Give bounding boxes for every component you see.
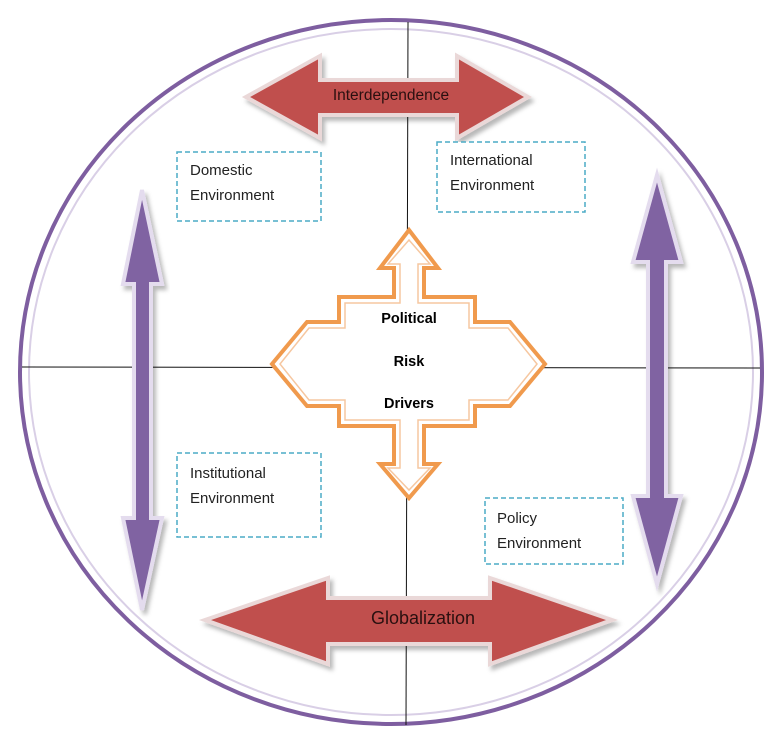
institutional-environment-box (176, 452, 322, 538)
international-environment-text: International Environment (450, 148, 534, 198)
international-environment-box (436, 141, 586, 213)
domestic-line1: Domestic (190, 162, 253, 179)
right-vertical-arrow-icon (630, 167, 684, 592)
center-word-risk: Risk (393, 354, 425, 370)
interdependence-label: Interdependence (332, 87, 450, 104)
domestic-environment-text: Domestic Environment (190, 158, 274, 208)
inner-circle-ring (28, 28, 754, 716)
international-line1: International (450, 152, 533, 169)
center-word-political: Political (381, 311, 437, 327)
interdependence-arrow-icon (241, 52, 532, 142)
policy-environment-box (484, 497, 624, 565)
institutional-line1: Institutional (190, 465, 266, 482)
globalization-arrow-icon (198, 575, 619, 667)
left-vertical-arrow-icon (120, 189, 165, 611)
policy-line1: Policy (497, 510, 538, 527)
domestic-line2: Environment (190, 187, 275, 204)
policy-environment-text: Policy Environment (497, 506, 581, 556)
globalization-label: Globalization (370, 608, 476, 628)
domestic-environment-box (176, 151, 322, 222)
institutional-environment-text: Institutional Environment (190, 461, 274, 511)
four-way-arrow-icon (269, 226, 548, 502)
policy-line2: Environment (497, 535, 582, 552)
center-word-drivers: Drivers (384, 396, 434, 412)
institutional-line2: Environment (190, 490, 275, 507)
international-line2: Environment (450, 177, 535, 194)
